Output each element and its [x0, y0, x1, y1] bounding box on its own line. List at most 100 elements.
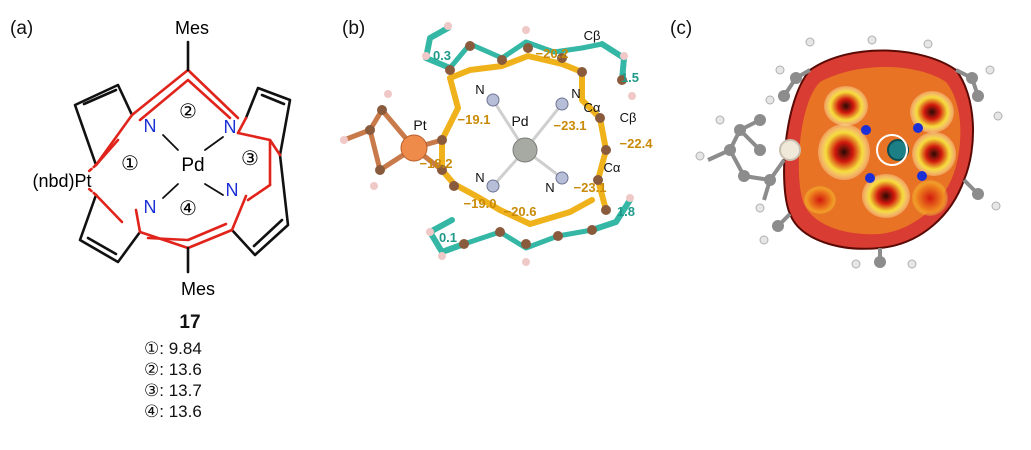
- c-beta-label: Cβ: [584, 28, 601, 43]
- c-atom: [497, 55, 507, 65]
- pyrrole-lr-outer: [230, 153, 290, 257]
- hotspot: [912, 180, 948, 216]
- pyrrole-ur-double: [260, 93, 286, 106]
- h-atom: [438, 252, 446, 260]
- c-atom: [764, 174, 776, 186]
- current-value: 0.1: [439, 230, 457, 245]
- n3-label: N: [144, 197, 157, 217]
- teal-current-lr: [589, 197, 633, 233]
- compound-number: 17: [179, 312, 201, 333]
- n-atom: [486, 179, 500, 193]
- pt-label: (nbd)Pt: [32, 171, 91, 191]
- c-atom: [966, 72, 978, 84]
- pt-atom-label: Pt: [413, 117, 426, 133]
- c-alpha-label: Cα: [604, 160, 621, 175]
- gold-current-bottom: [451, 181, 595, 227]
- pyrrole-ur-inner: [236, 116, 248, 135]
- h-atom: [851, 259, 861, 269]
- h-atom: [522, 258, 530, 266]
- nbd-bonds: [707, 118, 786, 201]
- panel-b-current-map: (b): [330, 0, 660, 450]
- c-atom: [437, 165, 447, 175]
- c-atom: [790, 72, 802, 84]
- c-atom: [595, 113, 605, 123]
- h-atom: [805, 37, 815, 47]
- pyrrole-ul-outer: [73, 83, 134, 167]
- h-atom: [620, 52, 628, 60]
- c-atom: [724, 144, 736, 156]
- n-atom-label: N: [475, 82, 484, 97]
- pt-nbd-bonds: [341, 107, 445, 173]
- mes-bottom-label: Mes: [181, 279, 215, 299]
- c-atom: [377, 105, 387, 115]
- n1-label: N: [144, 116, 157, 136]
- h-atom: [340, 136, 348, 144]
- ring-mark: ④: [144, 402, 160, 421]
- current-value: −20.6: [504, 204, 537, 219]
- h-atom: [991, 201, 1001, 211]
- h-atom: [985, 65, 995, 75]
- ring-mark-4: ④: [179, 198, 197, 220]
- c-atom: [523, 43, 533, 53]
- c-atom: [972, 90, 984, 102]
- current-value: −19.1: [458, 112, 491, 127]
- bond-pt-lower: [86, 186, 98, 197]
- current-value: −22.4: [620, 136, 654, 151]
- panel-b-label: (b): [342, 18, 366, 39]
- hotspot: [862, 174, 910, 218]
- c-atom: [772, 220, 784, 232]
- ring-mark: ①: [144, 339, 160, 358]
- c-atom: [449, 181, 459, 191]
- pd-contour: [876, 134, 908, 166]
- ring-value-row-3: ③: 13.7: [130, 380, 250, 401]
- ring-mark: ②: [144, 360, 160, 379]
- current-value: −23.1: [574, 180, 607, 195]
- h-atom: [755, 203, 765, 213]
- bond-ll-n: [134, 208, 142, 234]
- ring-value-row-4: ④: 13.6: [130, 401, 250, 422]
- ring-mark-3: ③: [241, 148, 259, 170]
- gold-current-right: [579, 69, 609, 213]
- c-atom: [495, 227, 505, 237]
- c-atom: [437, 135, 447, 145]
- pyrrole-ll-double: [86, 236, 118, 256]
- n-atom: [861, 125, 871, 135]
- meso-bottom-double: [146, 222, 228, 242]
- mes-top-label: Mes: [175, 18, 209, 38]
- ring-value: : 13.7: [159, 381, 202, 400]
- pyrrole-ul-double: [82, 88, 118, 106]
- c-atom: [375, 165, 385, 175]
- current-value: −19.0: [464, 196, 497, 211]
- n4-label: N: [226, 180, 239, 200]
- n-atom: [555, 171, 569, 185]
- h-atom: [384, 90, 392, 98]
- pyrrole-ur-outer: [244, 86, 292, 157]
- gold-current-top: [447, 53, 585, 81]
- c-atom: [738, 170, 750, 182]
- acid-isosurface: [695, 35, 1003, 269]
- current-value: −18.2: [420, 156, 453, 171]
- c-atom: [445, 65, 455, 75]
- current-value: −20.2: [536, 46, 569, 61]
- ring-value: : 13.6: [159, 402, 202, 421]
- c-atom: [601, 205, 611, 215]
- bonds-pd-n: [162, 134, 224, 199]
- pyrrole-lr-double: [252, 218, 284, 248]
- n-atom: [486, 93, 500, 107]
- bond-lr-n: [230, 194, 248, 232]
- bond-n-c-right: [236, 131, 272, 142]
- ring-mark-2: ②: [179, 101, 197, 123]
- c-beta-label: Cβ: [620, 110, 637, 125]
- panel-c-label: (c): [670, 18, 693, 39]
- meso-top-double: [138, 78, 232, 122]
- n-atom: [917, 171, 927, 181]
- h-atom: [715, 115, 725, 125]
- hotspot: [818, 124, 870, 180]
- hotspot: [912, 132, 956, 176]
- h-atom: [923, 39, 933, 49]
- panel-a-label: (a): [10, 18, 34, 39]
- bond-n4-ca: [94, 193, 124, 224]
- h-atom: [626, 194, 634, 202]
- ring-value: : 13.6: [159, 360, 202, 379]
- n-atom-label: N: [475, 170, 484, 185]
